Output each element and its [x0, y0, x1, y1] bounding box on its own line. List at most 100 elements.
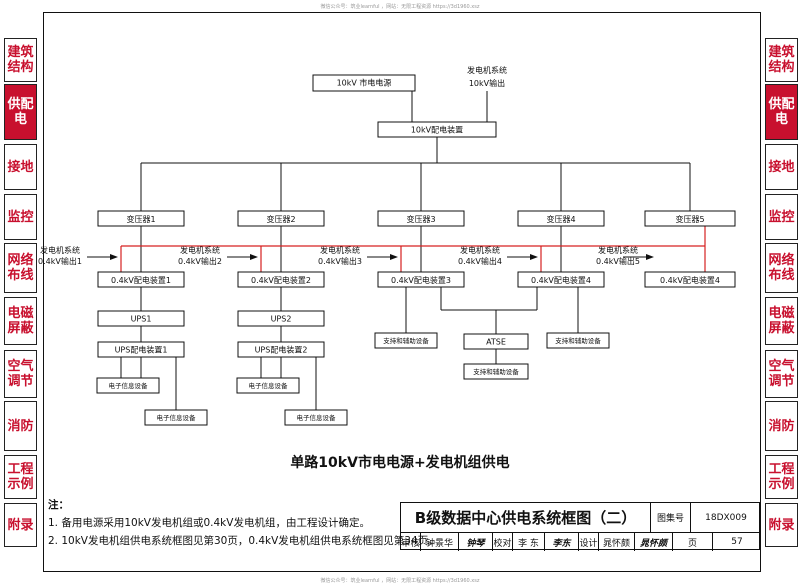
left-tab-7[interactable]: 空气调节 [4, 350, 37, 398]
gen-10kv-label-2: 10kV输出 [469, 78, 505, 88]
transformer-box-2: 变压器2 [237, 210, 325, 227]
drawing-frame [43, 12, 761, 572]
lv-switchgear-box-5: 0.4kV配电装置4 [644, 271, 736, 288]
note-item-2: 2. 10kV发电机组供电系统框图见第30页，0.4kV发电机组供电系统框图见第… [48, 535, 439, 547]
designer-name: 晁怀颇 [599, 533, 635, 551]
gen-output-label-1-1: 发电机系统 [40, 245, 80, 255]
diagram-caption: 单路10kV市电电源+发电机组供电 [290, 455, 510, 471]
page-label: 页 [673, 533, 713, 551]
svg-text:变压器5: 变压器5 [675, 214, 704, 224]
lv-switchgear-box-3: 0.4kV配电装置3 [377, 271, 465, 288]
svg-text:UPS1: UPS1 [131, 315, 152, 324]
tab-label: 附录 [768, 517, 795, 533]
tab-label: 网络布线 [7, 253, 34, 283]
ups-box-2: UPS2 [237, 310, 325, 327]
left-tab-6[interactable]: 电磁屏蔽 [4, 297, 37, 345]
left-tab-10[interactable]: 附录 [4, 503, 37, 547]
tab-label: 消防 [7, 418, 34, 434]
right-tab-10[interactable]: 附录 [765, 503, 798, 547]
right-tab-4[interactable]: 监控 [765, 194, 798, 240]
tab-label: 建筑结构 [7, 45, 34, 75]
right-tab-6[interactable]: 电磁屏蔽 [765, 297, 798, 345]
right-tab-8[interactable]: 消防 [765, 401, 798, 451]
it-equipment-box-1: 电子信息设备 [96, 377, 160, 394]
tab-label: 接地 [768, 159, 795, 175]
svg-text:UPS配电装置1: UPS配电装置1 [115, 345, 168, 355]
left-tab-1[interactable]: 建筑结构 [4, 38, 37, 82]
left-tab-9[interactable]: 工程示例 [4, 455, 37, 499]
right-tab-9[interactable]: 工程示例 [765, 455, 798, 499]
svg-text:变压器3: 变压器3 [406, 214, 435, 224]
notes-title: 注： [48, 499, 69, 511]
gen-10kv-label-1: 发电机系统 [467, 65, 507, 75]
transformer-box-4: 变压器4 [517, 210, 605, 227]
left-tab-2[interactable]: 供配电 [4, 84, 37, 140]
tab-label: 空气调节 [768, 359, 795, 389]
tab-label: 监控 [7, 209, 34, 225]
svg-text:0.4kV配电装置4: 0.4kV配电装置4 [660, 275, 720, 285]
reviewer-signature: 钟琴 [459, 533, 493, 551]
svg-text:支持和辅助设备: 支持和辅助设备 [473, 367, 519, 376]
ups-dist-box-1: UPS配电装置1 [97, 341, 185, 358]
atlas-label: 图集号 [651, 503, 691, 533]
atse-box: ATSE [463, 333, 529, 350]
support-equipment-box-3: 支持和辅助设备 [546, 332, 610, 349]
checker-signature: 李东 [545, 533, 579, 551]
notes-section: 注： 1. 备用电源采用10kV发电机组或0.4kV发电机组，由工程设计确定。 … [48, 496, 439, 550]
note-item-1: 1. 备用电源采用10kV发电机组或0.4kV发电机组，由工程设计确定。 [48, 517, 370, 529]
atlas-number: 18DX009 [691, 503, 761, 533]
svg-text:10kV 市电电源: 10kV 市电电源 [337, 78, 392, 88]
gen-output-label-1-2: 0.4kV输出1 [38, 256, 82, 266]
svg-text:0.4kV配电装置1: 0.4kV配电装置1 [111, 275, 171, 285]
tab-label: 消防 [768, 418, 795, 434]
review-label: 审核 [401, 533, 421, 551]
left-tab-3[interactable]: 接地 [4, 144, 37, 190]
check-label: 校对 [493, 533, 513, 551]
tab-label: 供配电 [768, 97, 795, 127]
transformer-box-5: 变压器5 [644, 210, 736, 227]
mains-source-box: 10kV 市电电源 [312, 74, 416, 92]
design-label: 设计 [579, 533, 599, 551]
page-number: 57 [731, 537, 743, 547]
reviewer-name: 钟景华 [421, 533, 459, 551]
gen-output-label-2-1: 发电机系统 [180, 245, 220, 255]
left-tab-8[interactable]: 消防 [4, 401, 37, 451]
right-tab-5[interactable]: 网络布线 [765, 243, 798, 293]
right-tab-2[interactable]: 供配电 [765, 84, 798, 140]
right-tab-1[interactable]: 建筑结构 [765, 38, 798, 82]
left-tab-5[interactable]: 网络布线 [4, 243, 37, 293]
transformer-box-1: 变压器1 [97, 210, 185, 227]
right-tab-3[interactable]: 接地 [765, 144, 798, 190]
tab-label: 工程示例 [768, 462, 795, 492]
support-equipment-box-2: 支持和辅助设备 [463, 363, 529, 380]
svg-text:电子信息设备: 电子信息设备 [297, 413, 337, 422]
lv-switchgear-box-4: 0.4kV配电装置4 [517, 271, 605, 288]
red-tie-lines [120, 226, 706, 272]
svg-text:支持和辅助设备: 支持和辅助设备 [383, 336, 429, 345]
svg-text:支持和辅助设备: 支持和辅助设备 [555, 336, 601, 345]
tab-label: 空气调节 [7, 359, 34, 389]
lv-switchgear-box-2: 0.4kV配电装置2 [237, 271, 325, 288]
svg-text:变压器1: 变压器1 [126, 214, 155, 224]
it-equipment-box-4: 电子信息设备 [284, 409, 348, 426]
tab-label: 附录 [7, 517, 34, 533]
gen-output-label-2-2: 0.4kV输出2 [178, 256, 222, 266]
svg-text:0.4kV配电装置3: 0.4kV配电装置3 [391, 275, 451, 285]
right-tab-7[interactable]: 空气调节 [765, 350, 798, 398]
tab-label: 建筑结构 [768, 45, 795, 75]
tab-label: 接地 [7, 159, 34, 175]
checker-name: 李 东 [513, 533, 545, 551]
drawing-title: B级数据中心供电系统框图（二） [401, 503, 651, 533]
title-block: B级数据中心供电系统框图（二） 图集号 18DX009 审核 钟景华 钟琴 校对… [400, 502, 761, 551]
left-tab-4[interactable]: 监控 [4, 194, 37, 240]
svg-text:电子信息设备: 电子信息设备 [249, 381, 289, 390]
svg-text:0.4kV配电装置4: 0.4kV配电装置4 [531, 275, 591, 285]
ups-box-1: UPS1 [97, 310, 185, 327]
svg-text:0.4kV配电装置2: 0.4kV配电装置2 [251, 275, 311, 285]
svg-text:变压器4: 变压器4 [546, 214, 575, 224]
tab-label: 网络布线 [768, 253, 795, 283]
gen-output-label-5-2: 0.4kV输出5 [596, 256, 640, 266]
ups-dist-box-2: UPS配电装置2 [237, 341, 325, 358]
designer-signature: 晁怀颇 [635, 533, 673, 551]
